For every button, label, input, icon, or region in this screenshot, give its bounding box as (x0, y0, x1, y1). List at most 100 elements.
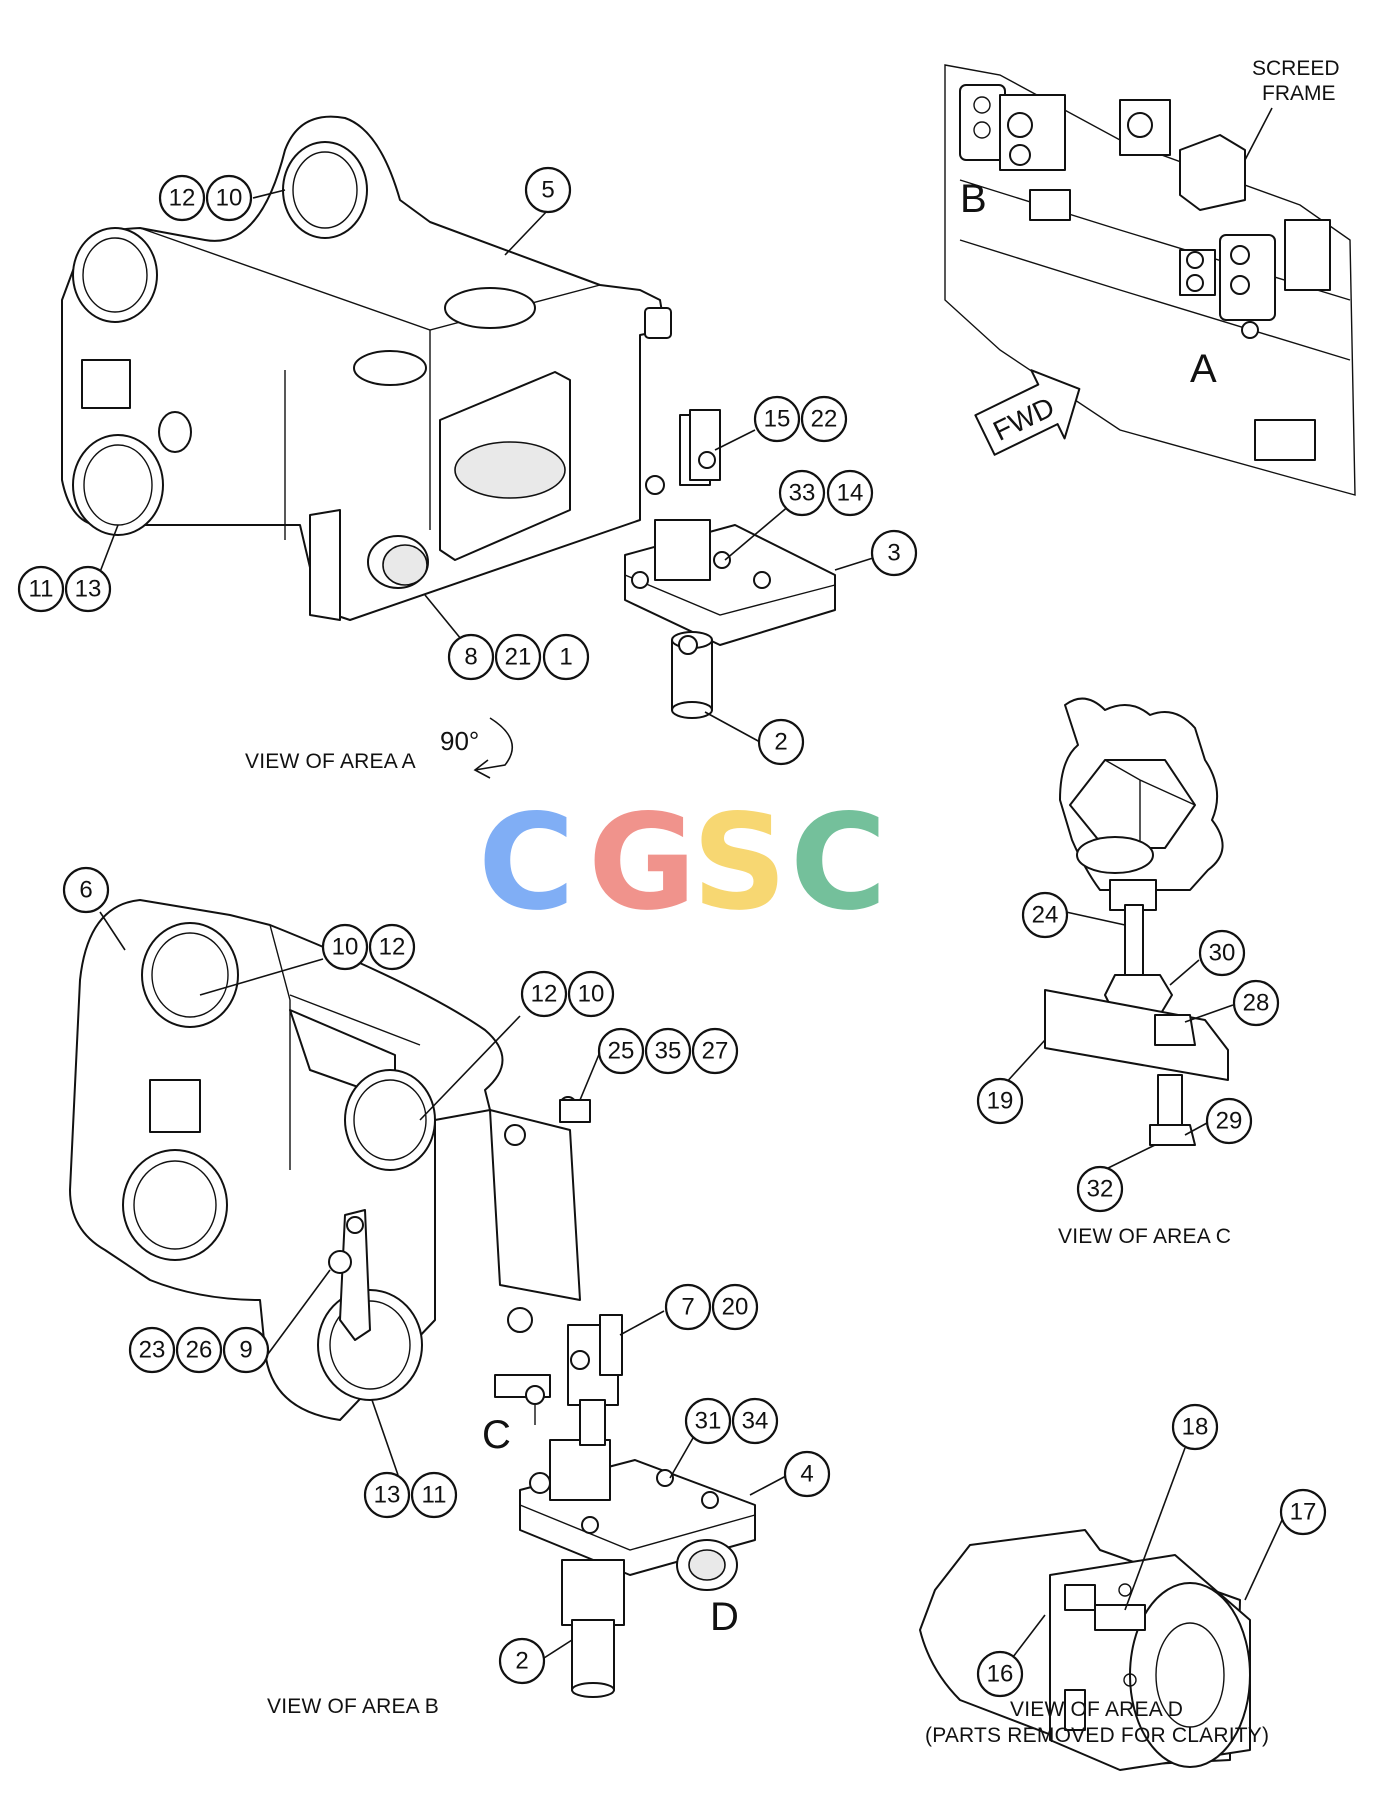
svg-text:15: 15 (764, 406, 791, 433)
callouts-view-c: 24 30 28 19 29 32 (976, 891, 1280, 1213)
callout-12: 12 (520, 970, 568, 1018)
callout-16: 16 (976, 1650, 1024, 1698)
svg-text:8: 8 (464, 644, 477, 671)
svg-text:18: 18 (1182, 1414, 1209, 1441)
area-letter-c: C (482, 1413, 511, 1457)
svg-text:31: 31 (695, 1408, 722, 1435)
svg-text:33: 33 (789, 480, 816, 507)
svg-text:23: 23 (139, 1337, 166, 1364)
callout-33: 33 (778, 469, 826, 517)
caption-view-area-a: VIEW OF AREA A (245, 750, 416, 773)
svg-text:16: 16 (987, 1661, 1014, 1688)
svg-text:10: 10 (578, 981, 605, 1008)
callout-1: 1 (542, 633, 590, 681)
svg-text:10: 10 (332, 934, 359, 961)
view-area-b-drawing: C D (69, 899, 756, 1698)
view-area-a-drawing (61, 115, 836, 719)
callout-22: 22 (800, 395, 848, 443)
svg-text:21: 21 (505, 644, 532, 671)
view-area-d-drawing (919, 1529, 1251, 1771)
overview-area-b: B (960, 177, 987, 221)
callout-26: 26 (175, 1326, 223, 1374)
svg-text:12: 12 (379, 934, 406, 961)
callout-10: 10 (567, 970, 615, 1018)
svg-text:11: 11 (29, 576, 54, 603)
caption-view-area-b: VIEW OF AREA B (267, 1695, 439, 1718)
callout-13: 13 (64, 565, 112, 613)
callout-7: 7 (664, 1283, 712, 1331)
caption-view-area-d-1: VIEW OF AREA D (1010, 1698, 1183, 1721)
svg-text:14: 14 (837, 480, 864, 507)
caption-view-area-d-2: (PARTS REMOVED FOR CLARITY) (925, 1724, 1269, 1747)
watermark-letter-s: S (692, 786, 787, 940)
callout-12: 12 (368, 923, 416, 971)
callout-14: 14 (826, 469, 874, 517)
overview-area-a: A (1190, 347, 1217, 391)
callout-31: 31 (684, 1397, 732, 1445)
svg-text:2: 2 (515, 1648, 528, 1675)
callout-11: 11 (410, 1471, 458, 1519)
cgsc-watermark: C G S C (478, 786, 887, 940)
rotation-arrow-icon (473, 717, 514, 779)
callout-11: 11 (17, 565, 65, 613)
svg-text:3: 3 (887, 540, 900, 567)
callout-10: 10 (205, 174, 253, 222)
svg-text:26: 26 (186, 1337, 213, 1364)
svg-text:10: 10 (216, 185, 243, 212)
callout-13: 13 (363, 1471, 411, 1519)
svg-text:13: 13 (374, 1482, 401, 1509)
callout-20: 20 (711, 1283, 759, 1331)
svg-text:25: 25 (608, 1038, 635, 1065)
callout-29: 29 (1205, 1097, 1253, 1145)
svg-text:20: 20 (722, 1294, 749, 1321)
svg-text:28: 28 (1243, 990, 1270, 1017)
svg-text:2: 2 (774, 729, 787, 756)
screed-frame-label-2: FRAME (1262, 82, 1336, 105)
callout-27: 27 (691, 1027, 739, 1075)
callout-30: 30 (1198, 929, 1246, 977)
svg-text:30: 30 (1209, 940, 1236, 967)
callout-9: 9 (222, 1326, 270, 1374)
svg-text:34: 34 (742, 1408, 769, 1435)
svg-text:5: 5 (541, 177, 554, 204)
area-letter-d: D (710, 1595, 739, 1639)
svg-text:29: 29 (1216, 1108, 1243, 1135)
caption-view-area-c: VIEW OF AREA C (1058, 1225, 1231, 1248)
svg-text:12: 12 (531, 981, 558, 1008)
callout-32: 32 (1076, 1165, 1124, 1213)
callout-8: 8 (447, 633, 495, 681)
callout-10: 10 (321, 923, 369, 971)
callouts-view-d: 18 17 16 (976, 1403, 1327, 1698)
callout-18: 18 (1171, 1403, 1219, 1451)
screed-frame-label-1: SCREED (1252, 57, 1340, 80)
svg-text:13: 13 (75, 576, 102, 603)
svg-text:9: 9 (239, 1337, 252, 1364)
svg-text:27: 27 (702, 1038, 729, 1065)
callout-5: 5 (524, 166, 572, 214)
svg-text:32: 32 (1087, 1176, 1114, 1203)
svg-text:24: 24 (1032, 902, 1059, 929)
callout-3: 3 (870, 529, 918, 577)
svg-text:7: 7 (681, 1294, 694, 1321)
callout-24: 24 (1021, 891, 1069, 939)
svg-text:6: 6 (79, 877, 92, 904)
callout-35: 35 (644, 1027, 692, 1075)
callout-15: 15 (753, 395, 801, 443)
overview-drawing: FWD SCREED FRAME B A (944, 57, 1356, 496)
watermark-letter-g: G (588, 786, 696, 940)
callouts-view-b: 6 10 12 12 10 25 35 27 7 20 23 26 9 31 3… (62, 866, 831, 1685)
callout-6: 6 (62, 866, 110, 914)
callouts-view-a: 12 10 5 15 22 33 14 3 11 13 8 21 1 2 (17, 166, 918, 766)
watermark-letter-c1: C (478, 786, 575, 940)
rotation-label: 90° (440, 726, 479, 756)
svg-text:11: 11 (422, 1482, 447, 1509)
callout-2: 2 (498, 1637, 546, 1685)
svg-text:19: 19 (987, 1088, 1014, 1115)
svg-text:4: 4 (800, 1461, 813, 1488)
svg-text:17: 17 (1290, 1499, 1317, 1526)
callout-4: 4 (783, 1450, 831, 1498)
svg-text:22: 22 (811, 406, 838, 433)
watermark-letter-c2: C (790, 786, 887, 940)
svg-text:12: 12 (169, 185, 196, 212)
